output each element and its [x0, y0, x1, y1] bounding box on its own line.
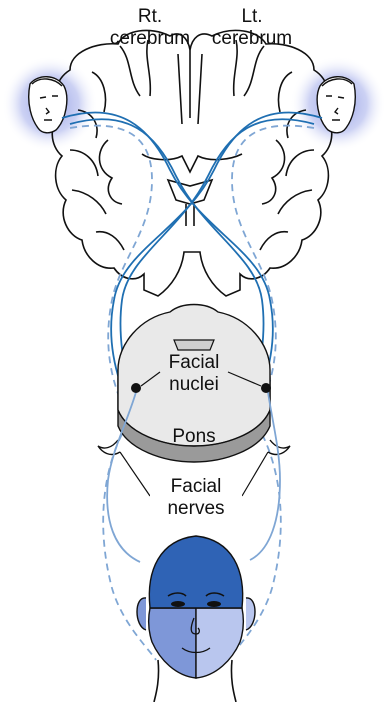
- label-facial-nuclei: Facial nuclei: [160, 352, 228, 396]
- label-facial-nuclei-line2: nuclei: [160, 374, 228, 396]
- label-pons: Pons: [160, 426, 228, 448]
- label-right-cerebrum-line2: cerebrum: [102, 28, 198, 50]
- label-right-cerebrum: Rt. cerebrum: [102, 6, 198, 50]
- label-left-cerebrum-line1: Lt.: [200, 6, 304, 28]
- head: [137, 536, 255, 702]
- label-right-cerebrum-line1: Rt.: [102, 6, 198, 28]
- label-facial-nerves-line1: Facial: [150, 476, 242, 498]
- brain-coronal-section: [52, 30, 332, 296]
- label-left-cerebrum-line2: cerebrum: [200, 28, 304, 50]
- left-facial-nucleus-dot: [261, 383, 271, 393]
- label-facial-nerves: Facial nerves: [150, 476, 242, 520]
- label-facial-nerves-line2: nerves: [150, 498, 242, 520]
- label-left-cerebrum: Lt. cerebrum: [200, 6, 304, 50]
- label-facial-nuclei-line1: Facial: [160, 352, 228, 374]
- right-facial-nucleus-dot: [131, 383, 141, 393]
